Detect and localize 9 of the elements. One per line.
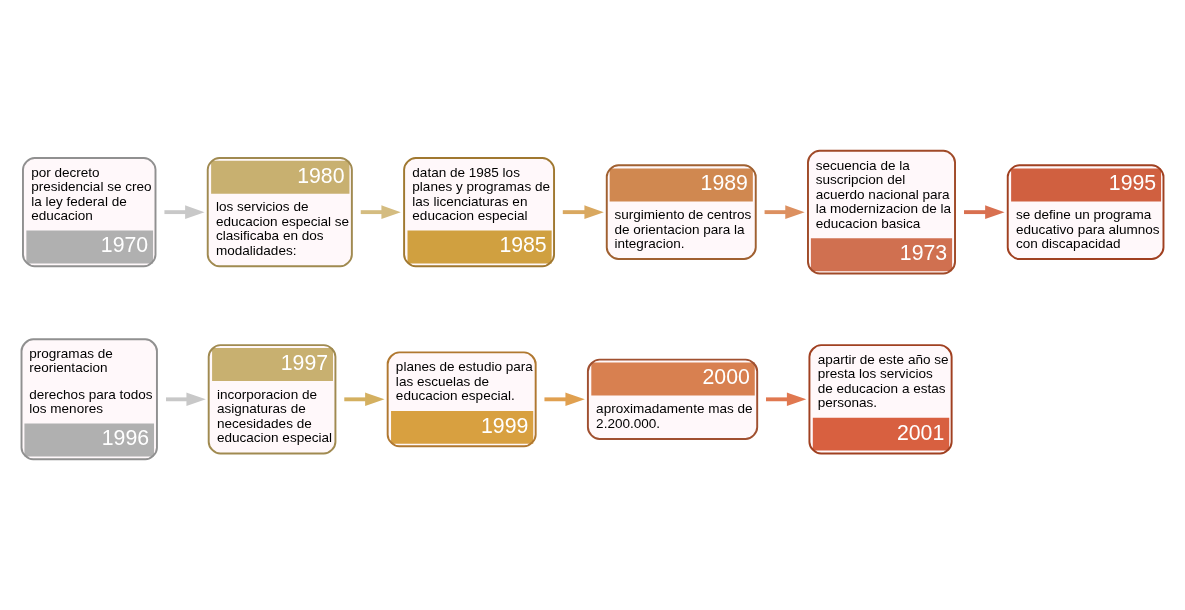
arrow [964, 205, 1005, 219]
arrow [764, 205, 805, 219]
arrow [562, 205, 604, 219]
arrow [360, 205, 401, 219]
arrow [166, 392, 206, 407]
arrow [164, 205, 205, 219]
arrow [766, 392, 807, 407]
arrow [344, 392, 385, 407]
arrow [544, 392, 585, 407]
